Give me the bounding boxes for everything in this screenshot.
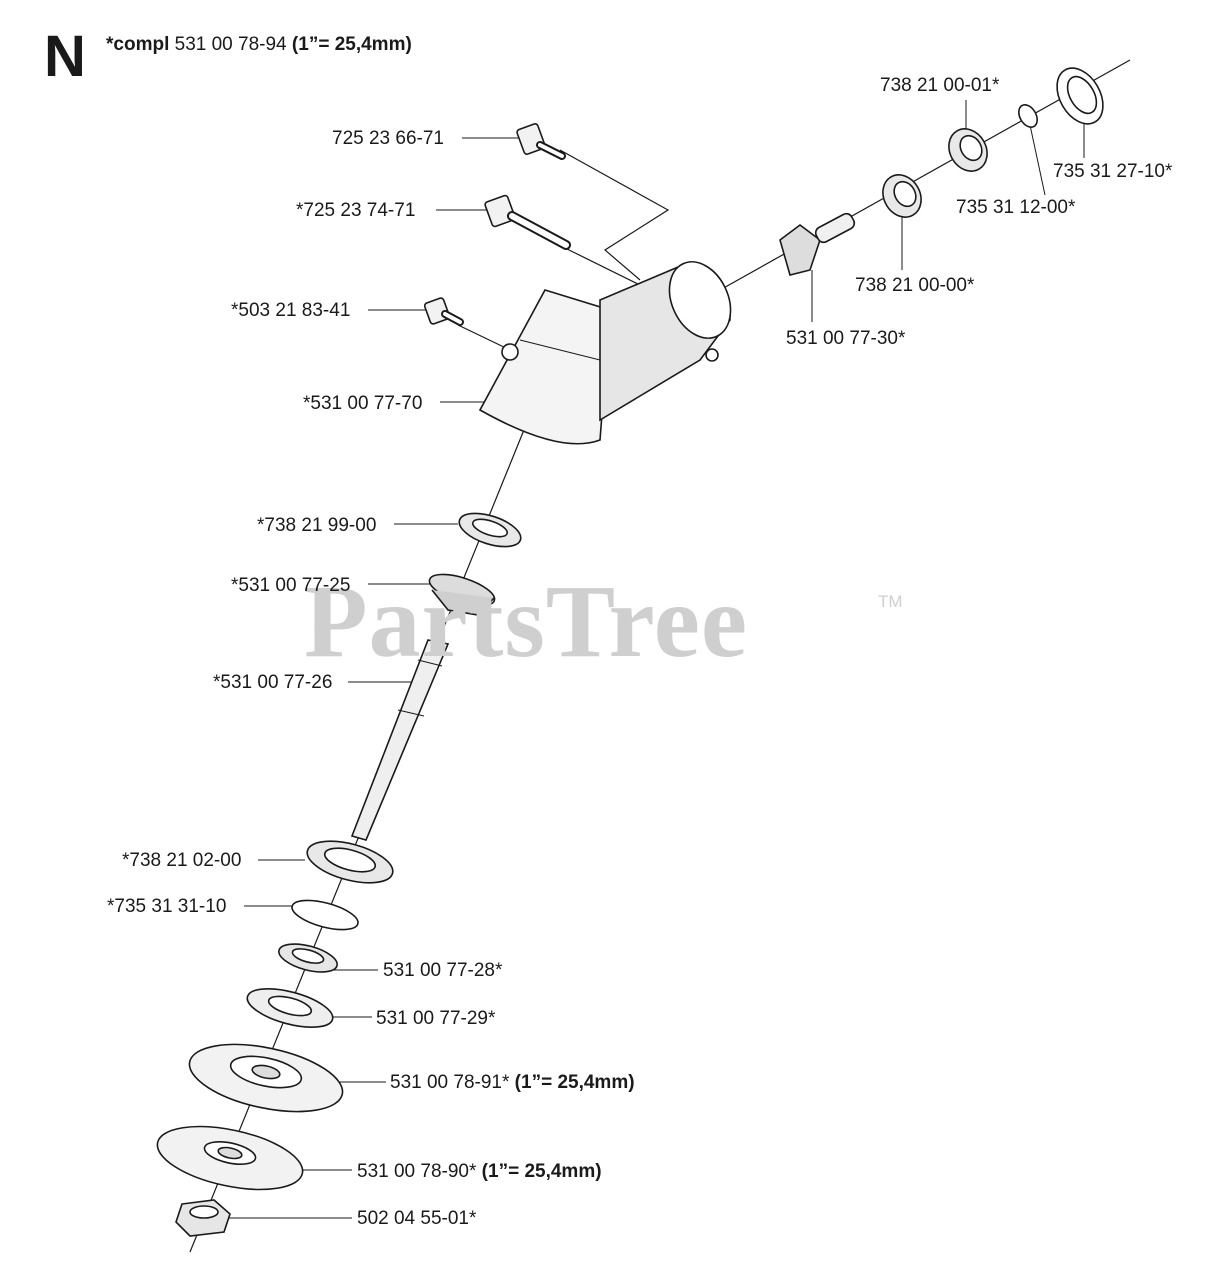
part-label[interactable]: *725 23 74-71 [296,200,416,221]
part-label[interactable]: 531 00 77-30* [786,328,906,349]
gear-housing [478,261,732,445]
bolt-short [516,123,566,160]
bolt-connector-line-3 [457,324,511,351]
bolt-small [423,297,464,326]
part-label[interactable]: 725 23 66-71 [332,128,444,149]
part-label[interactable]: *503 21 83-41 [231,300,351,321]
bolt-long [484,194,571,250]
support-flange-upper [188,1043,344,1113]
header-prefix: *compl [106,34,170,55]
part-label[interactable]: 531 00 78-91* (1”= 25,4mm) [390,1073,635,1092]
bearing-upper-2 [948,128,988,172]
part-label[interactable]: *735 31 31-10 [107,896,227,917]
part-label[interactable]: *531 00 77-25 [231,575,351,596]
washer [246,988,334,1028]
part-label[interactable]: 735 31 12-00* [956,197,1076,218]
bolt-connector-line-2 [564,247,641,286]
bearing-upper-1 [882,174,922,218]
part-number: 531 00 78-91* [390,1072,510,1093]
part-label[interactable]: 738 21 00-00* [855,275,975,296]
bolt-connector-line [559,149,670,281]
part-label[interactable]: *531 00 77-70 [303,393,423,414]
part-label[interactable]: *738 21 02-00 [122,850,242,871]
circlip-small [1018,104,1038,128]
part-label[interactable]: 531 00 77-29* [376,1008,496,1029]
watermark-tm: TM [878,592,903,611]
bearing-lower [306,840,394,884]
part-number: 531 00 78-90* [357,1161,477,1182]
part-label[interactable]: 735 31 27-10* [1053,161,1173,182]
watermark: PartsTree [304,564,749,679]
part-label[interactable]: 502 04 55-01* [357,1208,477,1229]
pinion-gear [779,212,856,276]
part-label[interactable]: *531 00 77-26 [213,672,333,693]
leader-p17 [1029,124,1046,196]
part-note: (1”= 25,4mm) [481,1161,602,1182]
part-label[interactable]: 531 00 77-28* [383,960,503,981]
spacer-ring [278,943,338,973]
bevel-gear [428,573,496,616]
header-number: 531 00 78-94 [174,34,287,55]
circlip-lower [291,899,359,931]
part-label[interactable]: 531 00 78-90* (1”= 25,4mm) [357,1162,602,1181]
retaining-ring [1056,67,1104,125]
part-label[interactable]: 738 21 00-01* [880,75,1000,96]
part-label[interactable]: *738 21 99-00 [257,515,377,536]
section-letter: N [44,24,86,89]
nut [175,1199,231,1237]
support-flange-lower [156,1125,304,1191]
part-note: (1”= 25,4mm) [514,1072,635,1093]
bearing-middle [458,512,522,548]
header-note: (1”= 25,4mm) [291,34,412,55]
assembly-header: *compl 531 00 78-94 (1”= 25,4mm) [106,34,412,56]
output-shaft [350,639,450,841]
